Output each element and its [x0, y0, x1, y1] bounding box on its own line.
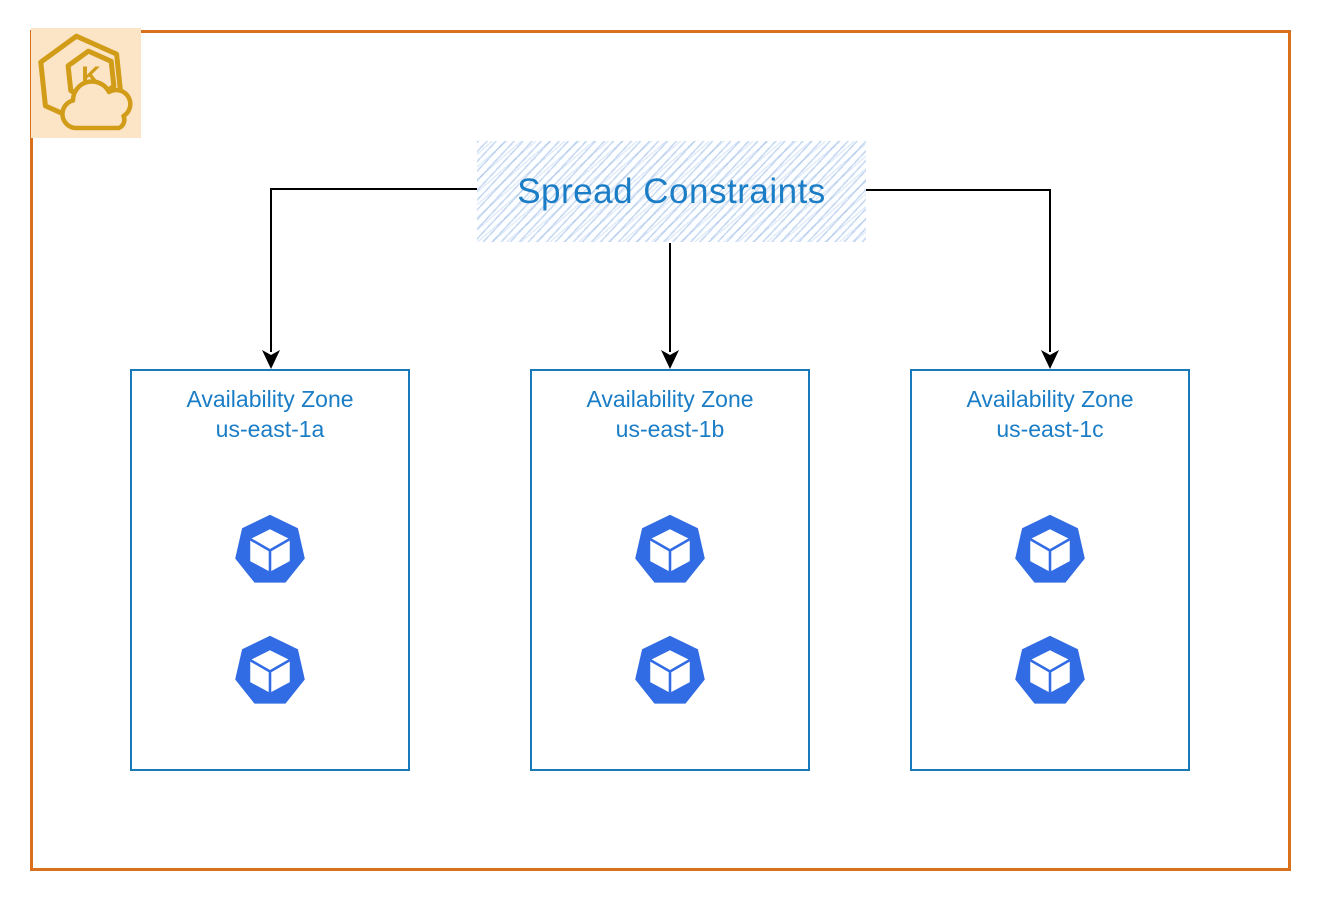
zone-box-us-east-1b: Availability Zone us-east-1b: [530, 369, 810, 771]
zone-box-us-east-1c: Availability Zone us-east-1c: [910, 369, 1190, 771]
banner-label: Spread Constraints: [517, 171, 826, 211]
zone-title-line2: us-east-1b: [615, 416, 725, 443]
pod-icon: [1012, 511, 1088, 587]
zone-title: Availability Zone us-east-1a: [132, 371, 408, 445]
pod-icon: [632, 632, 708, 708]
kubernetes-cloud-icon: K: [31, 28, 141, 138]
zone-title-line1: Availability Zone: [586, 386, 754, 412]
zone-title: Availability Zone us-east-1b: [532, 371, 808, 445]
pod-icon: [232, 511, 308, 587]
pod-icon: [1012, 632, 1088, 708]
spread-constraints-banner: Spread Constraints: [477, 141, 866, 242]
pod-icon: [632, 511, 708, 587]
zone-title-line1: Availability Zone: [186, 386, 354, 412]
zone-title-line2: us-east-1c: [996, 416, 1104, 443]
zone-title-line1: Availability Zone: [966, 386, 1134, 412]
zone-box-us-east-1a: Availability Zone us-east-1a: [130, 369, 410, 771]
kubernetes-cloud-logo-graphic: K: [38, 33, 133, 131]
diagram-border: [30, 30, 1291, 871]
cloud-icon: [60, 79, 133, 131]
pod-icon: [232, 632, 308, 708]
zone-title: Availability Zone us-east-1c: [912, 371, 1188, 445]
zone-title-line2: us-east-1a: [215, 416, 325, 443]
